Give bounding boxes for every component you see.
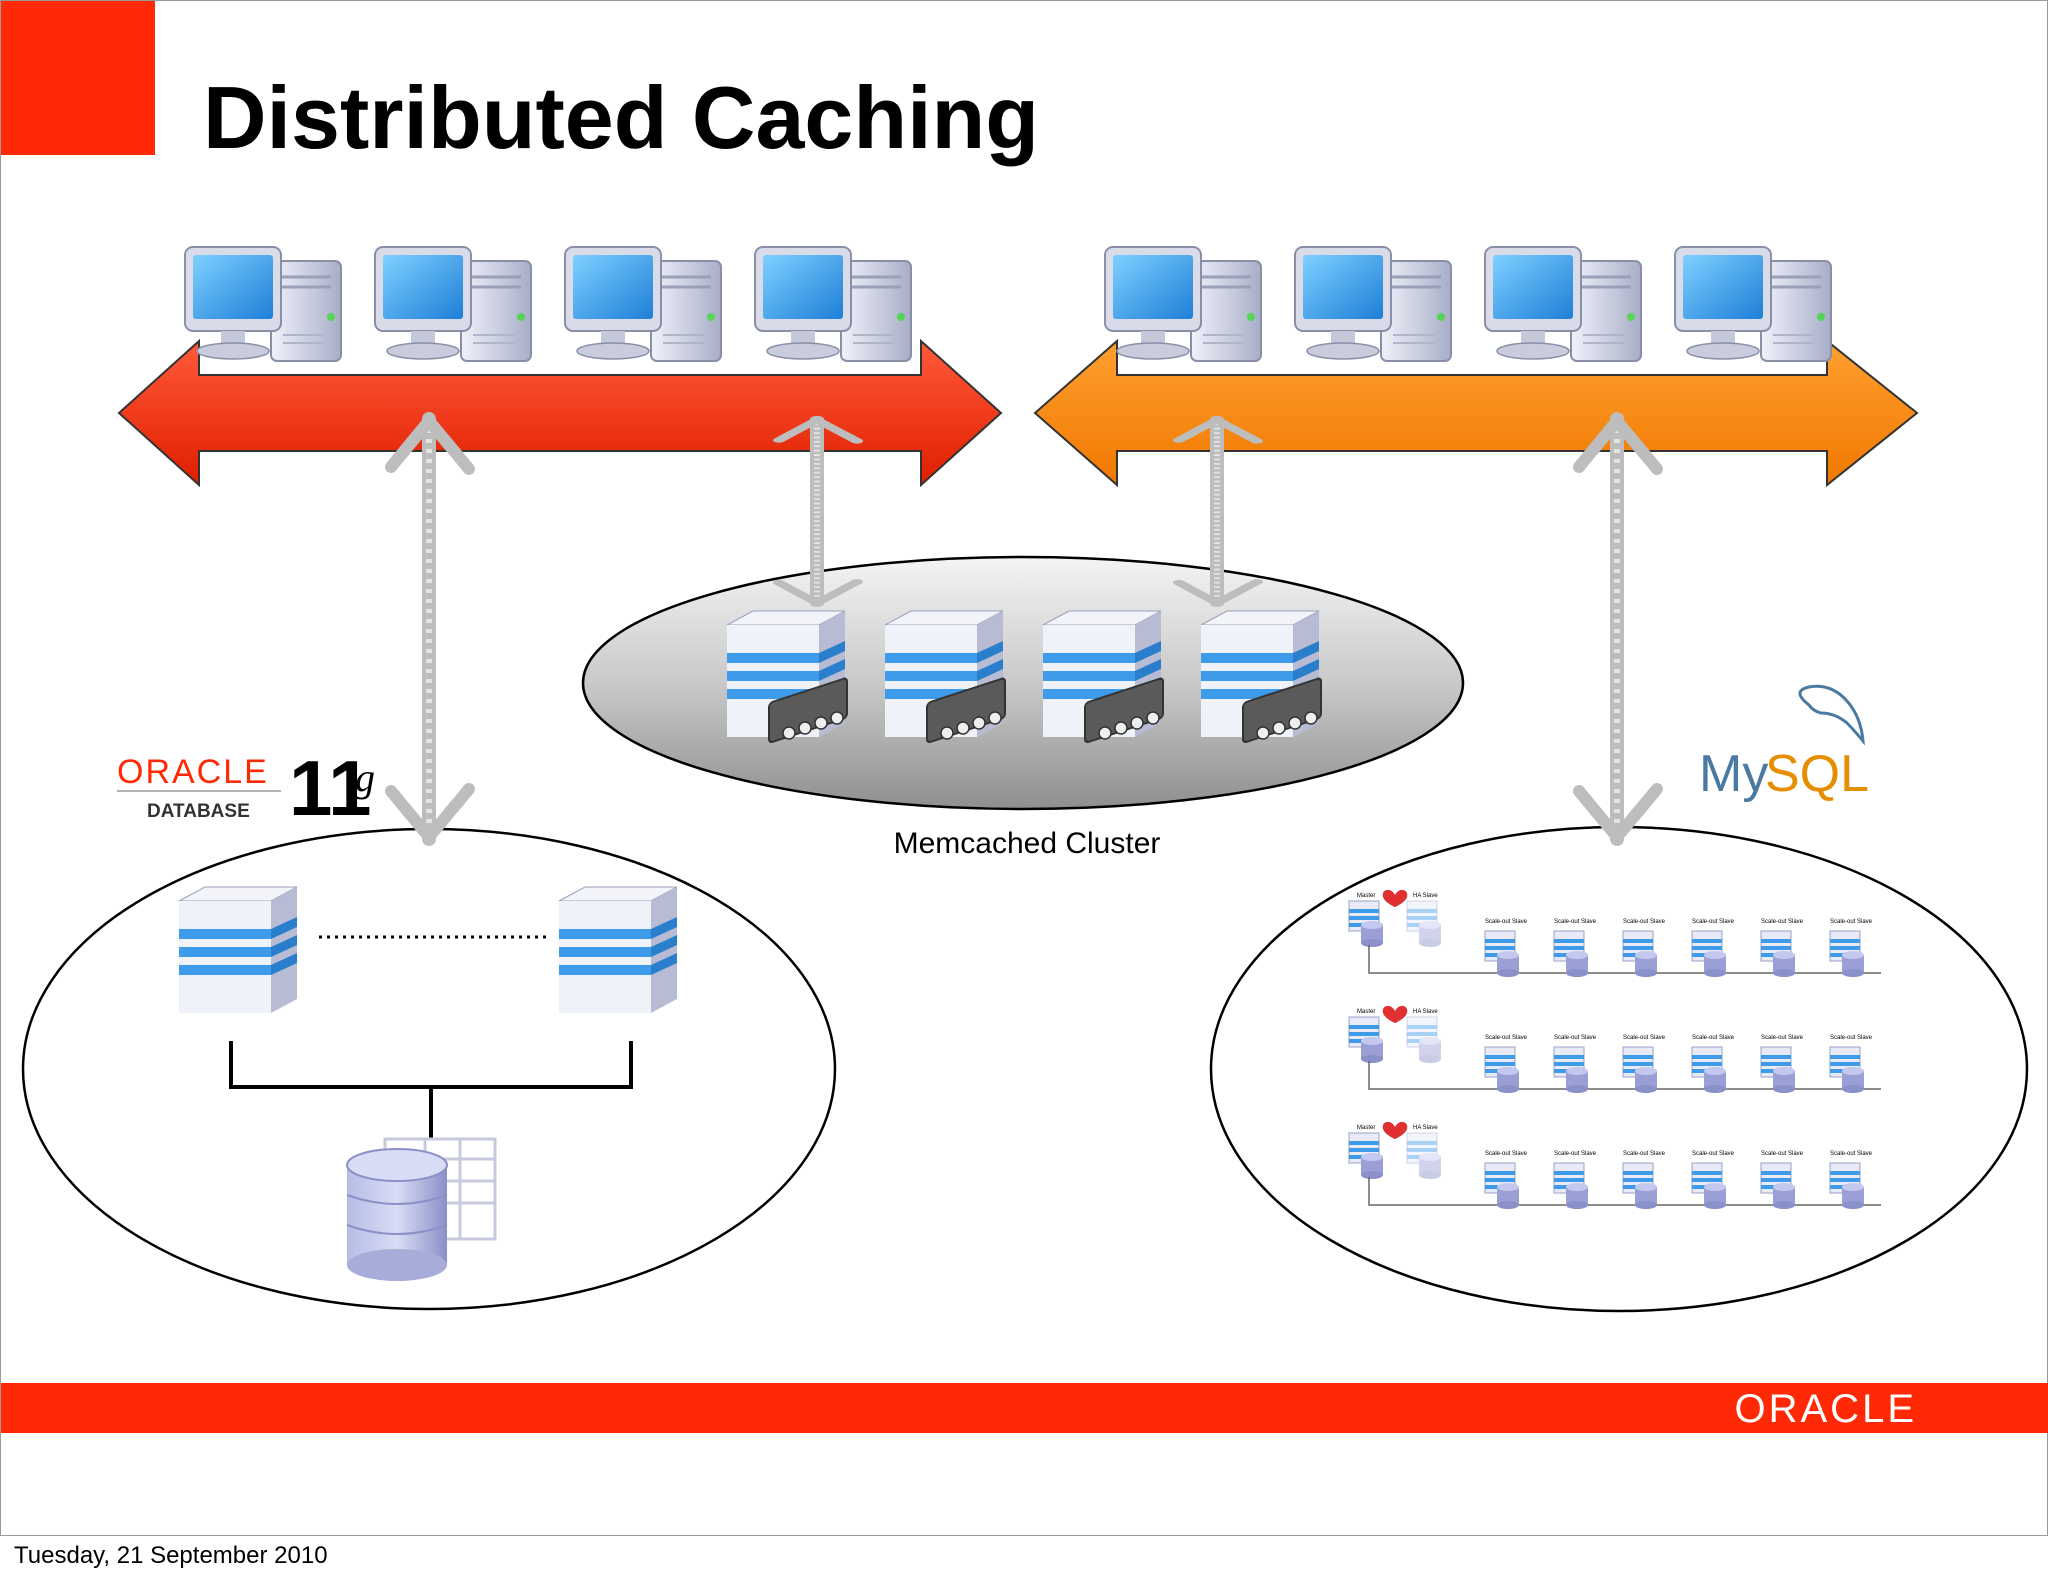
ha-slave-label: HA Slave (1413, 893, 1438, 899)
heartbeat-icon (1382, 889, 1408, 907)
memcached-cluster-ellipse (581, 555, 1465, 811)
master-label: Master (1357, 1009, 1375, 1015)
scale-out-slave-label: Scale-out Slave (1623, 1035, 1666, 1041)
memcached-cluster-label: Memcached Cluster (894, 827, 1161, 860)
cache-server-icon (884, 610, 1006, 744)
footer-bar (1, 1383, 2048, 1433)
oracle-logo-suffix: g (355, 755, 375, 800)
scale-out-slave-label: Scale-out Slave (1554, 1035, 1597, 1041)
client-computer-icon (1293, 245, 1453, 363)
dolphin-icon (1798, 684, 1865, 746)
client-computer-icon (373, 245, 533, 363)
double-arrow-icon (1579, 419, 1657, 839)
ha-slave-label: HA Slave (1413, 1125, 1438, 1131)
slide-title: Distributed Caching (203, 68, 1040, 167)
scale-out-slave-label: Scale-out Slave (1623, 919, 1666, 925)
oracle-logo-sub: DATABASE (147, 801, 250, 822)
scale-out-slave-label: Scale-out Slave (1692, 1151, 1735, 1157)
client-computer-icon (753, 245, 913, 363)
scale-out-slave-label: Scale-out Slave (1761, 919, 1804, 925)
scale-out-slave-label: Scale-out Slave (1485, 1035, 1528, 1041)
mysql-cluster-ellipse (1209, 825, 2029, 1313)
client-computer-icon (183, 245, 343, 363)
oracle-logo-version: 11 (289, 744, 371, 832)
oracle-servers (178, 886, 678, 1281)
oracle-database-11g-logo: ORACLE DATABASE 11 g (117, 744, 375, 832)
cache-server-icon (1200, 610, 1322, 744)
cache-server-icon (1042, 610, 1164, 744)
scale-out-slave-label: Scale-out Slave (1830, 1035, 1873, 1041)
master-label: Master (1357, 893, 1375, 899)
scale-out-slave-label: Scale-out Slave (1554, 919, 1597, 925)
scale-out-slave-label: Scale-out Slave (1485, 1151, 1528, 1157)
ha-slave-label: HA Slave (1413, 1009, 1438, 1015)
mysql-logo-sql: SQL (1765, 745, 1869, 803)
slide-date: Tuesday, 21 September 2010 (14, 1542, 328, 1569)
master-label: Master (1357, 1125, 1375, 1131)
database-icon (346, 1137, 497, 1281)
cache-server-icon (726, 610, 848, 744)
scale-out-slave-label: Scale-out Slave (1761, 1151, 1804, 1157)
client-computers-right (1103, 245, 1833, 363)
scale-out-slave-label: Scale-out Slave (1623, 1151, 1666, 1157)
mysql-logo-my: My (1699, 745, 1768, 803)
client-computer-icon (1673, 245, 1833, 363)
client-computer-icon (1483, 245, 1643, 363)
red-network-bus (117, 338, 1003, 488)
orange-network-bus (1033, 338, 1919, 488)
heartbeat-icon (1382, 1005, 1408, 1023)
double-arrow-icon (391, 419, 469, 839)
client-computers-left (183, 245, 913, 363)
heartbeat-icon (1382, 1121, 1408, 1139)
server-icon (178, 886, 298, 1014)
scale-out-slave-label: Scale-out Slave (1761, 1035, 1804, 1041)
scale-out-slave-label: Scale-out Slave (1830, 1151, 1873, 1157)
server-icon (558, 886, 678, 1014)
architecture-diagram: Memcached Cluster (21, 245, 2029, 1313)
scale-out-slave-label: Scale-out Slave (1485, 919, 1528, 925)
scale-out-slave-label: Scale-out Slave (1692, 919, 1735, 925)
scale-out-slave-label: Scale-out Slave (1554, 1151, 1597, 1157)
slide: Distributed Caching (0, 0, 2048, 1536)
footer-oracle-logo: ORACLE (1734, 1387, 1917, 1431)
scale-out-slave-label: Scale-out Slave (1692, 1035, 1735, 1041)
client-computer-icon (563, 245, 723, 363)
oracle-logo-brand: ORACLE (117, 753, 269, 791)
client-computer-icon (1103, 245, 1263, 363)
corner-accent (1, 1, 155, 155)
mysql-logo: My SQL (1699, 684, 1869, 803)
scale-out-slave-label: Scale-out Slave (1830, 919, 1873, 925)
